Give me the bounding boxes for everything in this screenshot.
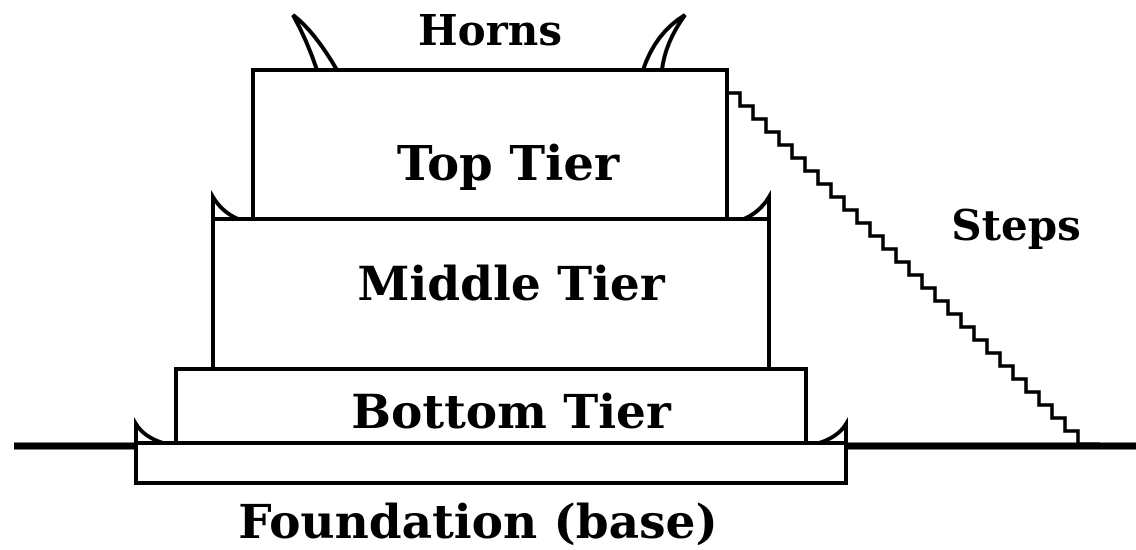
middle-tier-rect	[211, 217, 771, 371]
middle-tier-label: Middle Tier	[357, 257, 665, 312]
steps-staircase	[727, 91, 1100, 446]
middle-tier	[211, 189, 771, 371]
top-tier	[251, 68, 729, 221]
foundation-base	[134, 416, 848, 485]
foundation-left-horn	[134, 416, 164, 445]
left-horn-icon	[291, 13, 341, 72]
steps-label: Steps	[951, 201, 1080, 250]
foundation-label: Foundation (base)	[238, 495, 717, 550]
middle-tier-right-horn	[743, 189, 771, 221]
top-tier-label: Top Tier	[397, 136, 620, 192]
foundation-right-horn	[818, 416, 848, 445]
right-horn-icon	[640, 13, 687, 72]
horns-label: Horns	[418, 6, 562, 55]
bottom-tier-label: Bottom Tier	[351, 385, 672, 440]
middle-tier-left-horn	[211, 189, 239, 221]
foundation-rect	[134, 441, 848, 485]
